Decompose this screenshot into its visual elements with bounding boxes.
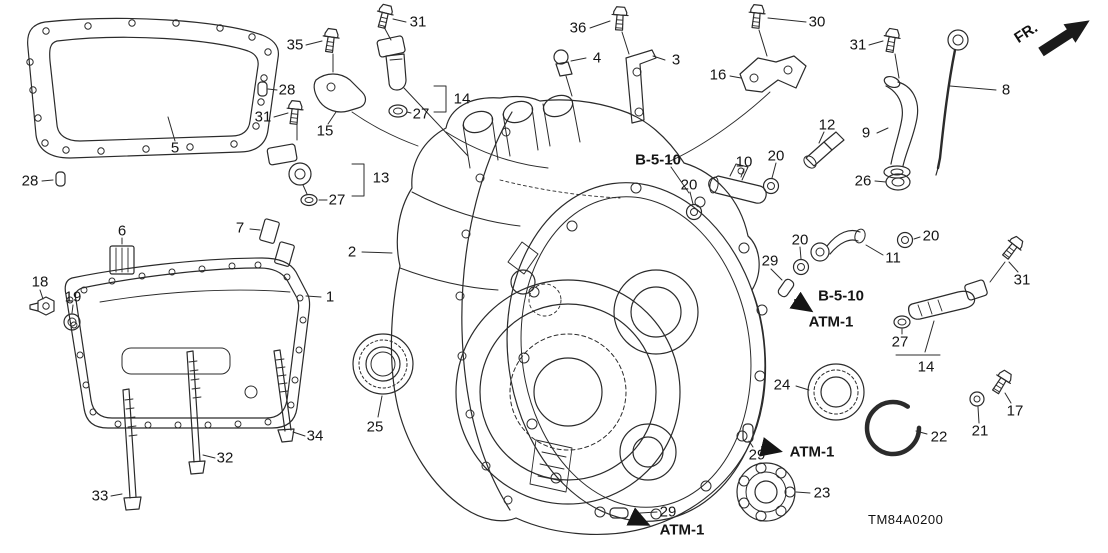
bearing-race-part-24 (807, 363, 865, 421)
bolt-part-31-far-right (1002, 235, 1024, 260)
joint-part-12 (803, 131, 845, 169)
speed-sensor-part-14-top (376, 35, 447, 118)
ball-bearing-part-23 (736, 462, 796, 522)
o-ring-part-20-c (792, 258, 810, 276)
bolt-part-31-upper-right (883, 27, 901, 53)
magnet-part-6 (109, 245, 135, 275)
diagram-code: TM84A0200 (868, 512, 944, 527)
dowel-pin-part-29-a (777, 278, 795, 298)
bolt-part-17 (992, 369, 1012, 395)
gasket-part-26 (885, 173, 911, 191)
oil-pan-part-1 (64, 257, 311, 429)
o-ring-part-20-a (685, 203, 703, 221)
dipstick-part-8 (935, 29, 969, 176)
dowel-pin-part-29-c (609, 507, 629, 519)
bolt-part-30 (748, 4, 766, 29)
gasket-part-5 (26, 17, 280, 159)
leader-lines (39, 17, 1019, 514)
bracket-part-3 (625, 49, 657, 124)
transmission-case-part-2 (390, 94, 768, 536)
dowel-pin-part-28-left (55, 171, 66, 187)
bolt-part-36 (611, 6, 629, 31)
bolt-part-35 (322, 27, 340, 53)
sensor-part-13 (266, 143, 365, 207)
plates-part-7 (259, 218, 295, 267)
sensor-part-4 (553, 49, 573, 97)
drain-plug-part-18 (29, 296, 55, 316)
oil-seal-part-25 (352, 333, 414, 395)
dowel-pin-part-28-top (257, 81, 268, 97)
pipe-part-10 (708, 163, 767, 204)
filler-tube-part-9 (883, 75, 919, 179)
bolt-part-31-left (286, 100, 304, 125)
front-direction-arrow-icon (1038, 20, 1090, 57)
bracket-part-15 (313, 73, 419, 147)
bolt-part-34 (273, 349, 295, 443)
bracket-part-16 (667, 55, 807, 163)
reference-arrows (626, 291, 814, 526)
snap-ring-part-22 (864, 399, 922, 457)
o-ring-part-20-b (762, 177, 780, 195)
bolt-part-32 (186, 350, 206, 475)
bolt-part-31-top (376, 3, 394, 30)
speed-sensor-part-14-right (893, 279, 988, 356)
washer-part-21 (969, 391, 985, 407)
dowel-pin-part-29-b (742, 423, 754, 443)
bolt-part-33 (122, 388, 142, 511)
o-ring-part-20-d (896, 231, 914, 249)
pipe-part-11 (810, 228, 866, 262)
